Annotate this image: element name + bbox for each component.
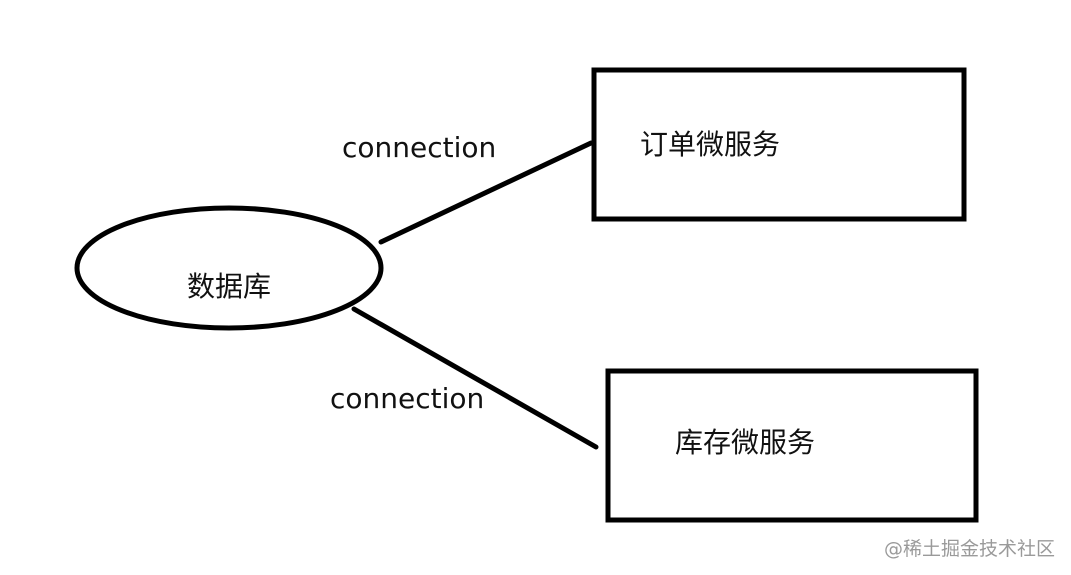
edge-database-order-service [378, 140, 594, 245]
order-service-label: 订单微服务 [640, 128, 780, 161]
database-label: 数据库 [187, 270, 271, 303]
edge-label-database-order-service: connection [342, 131, 496, 164]
watermark: @稀土掘金技术社区 [883, 538, 1055, 560]
edge-label-database-inventory-service: connection [330, 382, 484, 415]
inventory-service-box [605, 368, 979, 523]
edge-database-inventory-service [351, 306, 599, 450]
inventory-service-label: 库存微服务 [675, 426, 815, 459]
node-database: 数据库 [74, 205, 384, 331]
node-order-service: 订单微服务 [591, 67, 967, 222]
database-ellipse [74, 205, 384, 331]
node-inventory-service: 库存微服务 [605, 368, 979, 523]
order-service-box [591, 67, 967, 222]
